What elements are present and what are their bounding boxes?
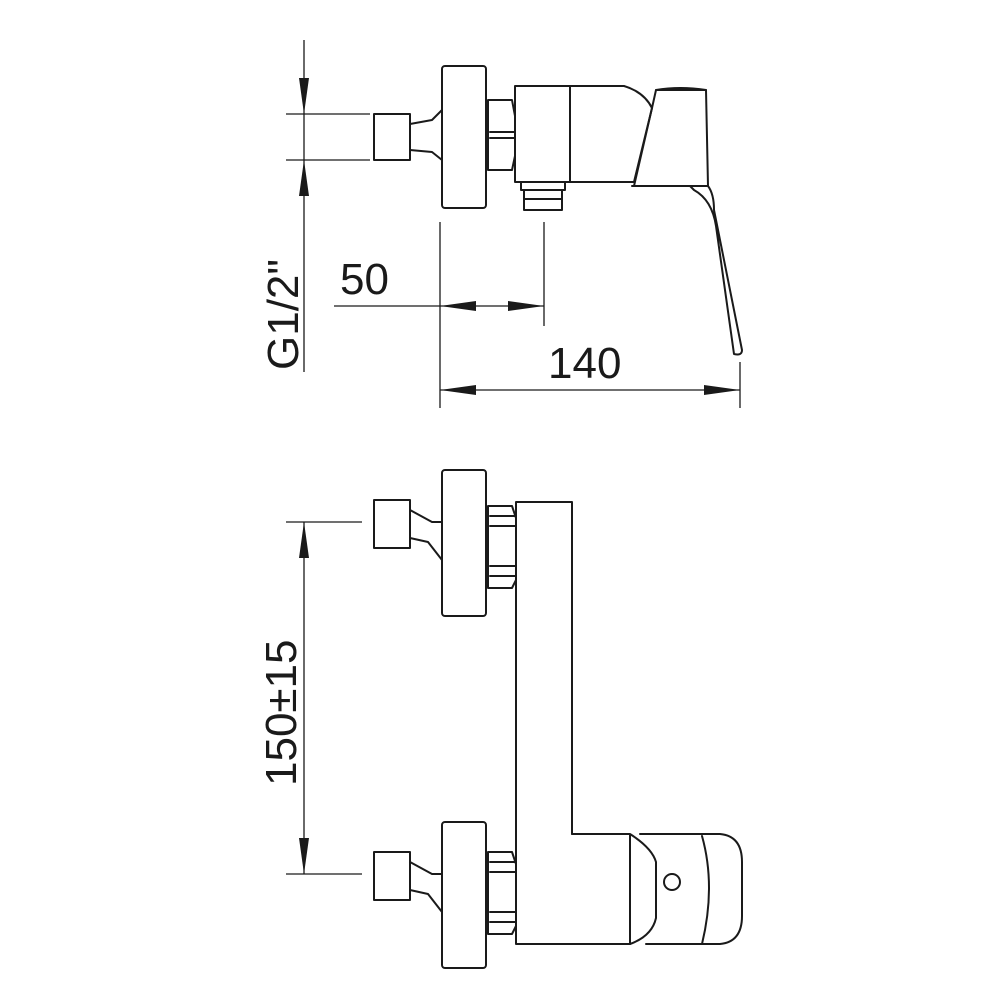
dim-offset-arrow-left xyxy=(440,301,476,311)
dim-centers-arrow-top xyxy=(299,522,309,558)
front-upper-connector xyxy=(373,499,411,549)
side-lever-top xyxy=(655,87,707,91)
side-inlet-connector xyxy=(373,113,411,161)
side-outlet xyxy=(520,181,566,211)
front-mixer-bar xyxy=(515,501,631,945)
dim-depth-arrow-right xyxy=(704,385,740,395)
side-mixer-cap xyxy=(569,85,653,183)
front-mixer-body xyxy=(571,833,657,945)
dim-thread-label: G1/2" xyxy=(259,259,308,370)
dim-thread-arrow-bottom xyxy=(299,160,309,196)
side-lever-handle xyxy=(631,89,743,356)
side-inlet-neck xyxy=(409,109,443,161)
dim-offset-label: 50 xyxy=(340,255,389,304)
front-handle xyxy=(639,833,743,945)
side-wall-flange xyxy=(441,65,487,209)
front-lower-hex-nut xyxy=(487,851,517,935)
dim-offset-arrow-right xyxy=(508,301,544,311)
dim-depth-label: 140 xyxy=(548,339,621,388)
side-view: G1/2" 50 140 xyxy=(259,40,743,408)
front-upper-flange xyxy=(441,469,487,617)
front-lower-neck xyxy=(409,861,443,913)
front-lower-flange xyxy=(441,821,487,969)
front-lower-connector xyxy=(373,851,411,901)
front-upper-hex-nut xyxy=(487,505,517,589)
dim-depth-arrow-left xyxy=(440,385,476,395)
front-handle-hole xyxy=(663,873,681,891)
dim-thread-arrow-top xyxy=(299,78,309,114)
front-upper-neck xyxy=(409,509,443,561)
side-mixer-body xyxy=(514,85,571,183)
front-view: 150±15 xyxy=(257,469,743,969)
side-hex-nut xyxy=(487,99,516,171)
dim-centers-label: 150±15 xyxy=(257,639,306,786)
dim-centers-arrow-bottom xyxy=(299,838,309,874)
